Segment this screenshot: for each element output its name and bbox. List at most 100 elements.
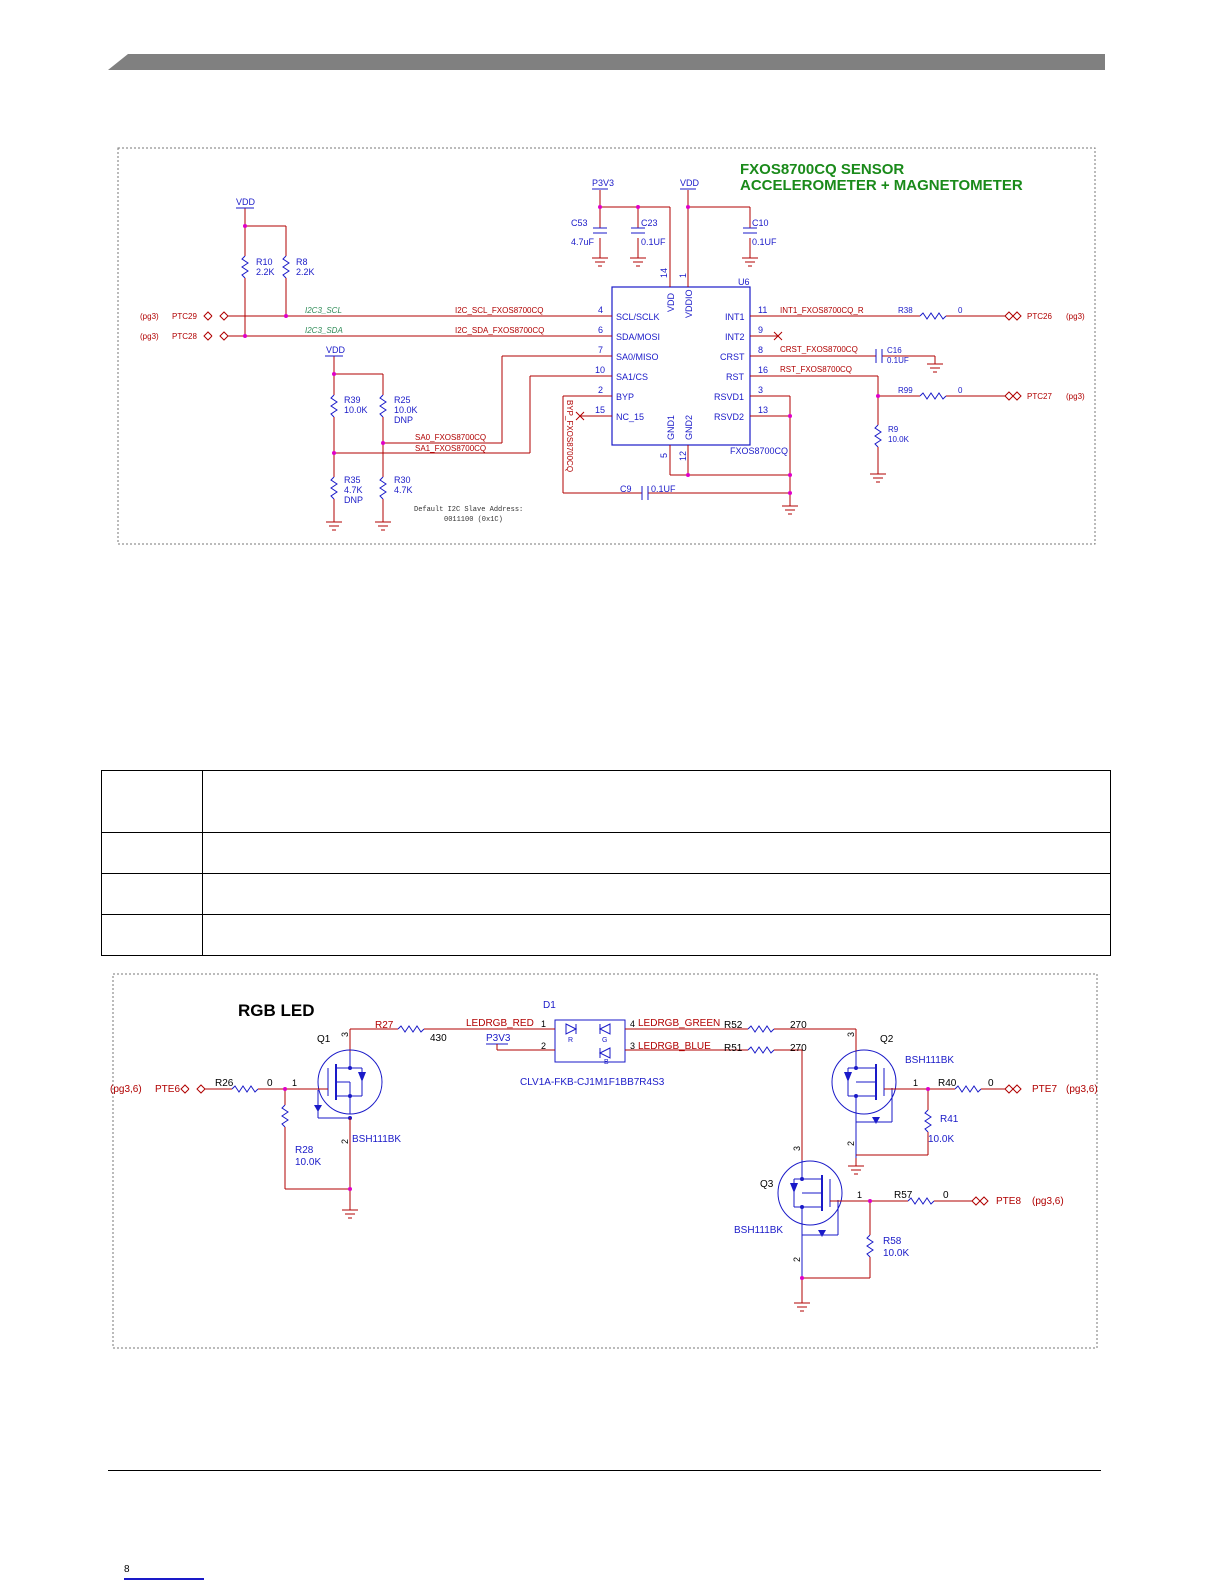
pin-sa0: SA0/MISO — [616, 352, 659, 362]
port-ptc26: PTC26 — [1027, 312, 1052, 321]
pin-nc15: NC_15 — [616, 412, 644, 422]
vdd-label-top: VDD — [680, 178, 700, 188]
table-cell — [101, 770, 203, 833]
svg-text:Q3: Q3 — [760, 1179, 774, 1190]
svg-text:R99: R99 — [898, 386, 913, 395]
svg-text:0.1UF: 0.1UF — [641, 237, 666, 247]
svg-text:BSH111BK: BSH111BK — [352, 1134, 401, 1145]
ground-symbols-left — [326, 521, 391, 531]
svg-text:BSH111BK: BSH111BK — [905, 1055, 954, 1066]
svg-text:0: 0 — [958, 386, 963, 395]
nc-markers — [575, 331, 783, 421]
svg-text:B: B — [604, 1059, 609, 1066]
table-cell — [101, 873, 203, 915]
svg-text:10.0K: 10.0K — [928, 1134, 954, 1145]
footer-link-underline — [124, 1578, 204, 1580]
schematic-frame — [117, 147, 1096, 545]
svg-text:4.7K: 4.7K — [394, 485, 413, 495]
net-int1: INT1_FXOS8700CQ_R — [780, 306, 864, 315]
footer-page-number: 8 — [124, 1564, 130, 1575]
svg-text:10: 10 — [595, 365, 605, 375]
svg-text:R39: R39 — [344, 395, 361, 405]
net-rst: RST_FXOS8700CQ — [780, 365, 852, 374]
svg-text:3: 3 — [846, 1032, 856, 1037]
u6-ref: U6 — [738, 277, 750, 287]
svg-text:2: 2 — [541, 1041, 546, 1051]
ground-symbols-top — [592, 257, 758, 267]
pin-scl: SCL/SCLK — [616, 312, 660, 322]
svg-text:270: 270 — [790, 1043, 807, 1054]
svg-text:2: 2 — [846, 1141, 856, 1146]
svg-text:2.2K: 2.2K — [256, 267, 275, 277]
table-cell — [202, 770, 1111, 833]
svg-text:C23: C23 — [641, 218, 658, 228]
svg-text:1: 1 — [541, 1019, 546, 1029]
svg-text:2: 2 — [340, 1139, 350, 1144]
schematic-title-line1: FXOS8700CQ SENSOR — [740, 161, 904, 178]
pin-sda: SDA/MOSI — [616, 332, 660, 342]
svg-text:BSH111BK: BSH111BK — [734, 1225, 783, 1236]
svg-text:R58: R58 — [883, 1236, 902, 1247]
svg-text:Q2: Q2 — [880, 1034, 894, 1045]
port-ptc28: PTC28 — [172, 332, 197, 341]
svg-text:3: 3 — [758, 385, 763, 395]
svg-text:(pg3): (pg3) — [140, 332, 159, 341]
net-sa0: SA0_FXOS8700CQ — [415, 433, 486, 442]
capacitor-plates — [593, 227, 757, 234]
u6-left-pins: 4 6 7 10 2 15 SCL/SCLK SDA/MOSI SA0/MISO… — [590, 305, 660, 422]
svg-text:R52: R52 — [724, 1020, 743, 1031]
svg-text:R: R — [568, 1037, 573, 1044]
port-pte8: PTE8 — [996, 1196, 1021, 1207]
svg-text:0.1UF: 0.1UF — [887, 356, 909, 365]
svg-text:4.7uF: 4.7uF — [571, 237, 595, 247]
decoupling-network — [599, 190, 751, 258]
port-ptc29: PTC29 — [172, 312, 197, 321]
svg-text:R35: R35 — [344, 475, 361, 485]
port-pte6: PTE6 — [155, 1084, 180, 1095]
svg-text:3: 3 — [792, 1146, 802, 1151]
port-ptc27: PTC27 — [1027, 392, 1052, 401]
right-signal-nets — [775, 312, 1005, 483]
svg-text:4: 4 — [598, 305, 603, 315]
svg-text:8: 8 — [758, 345, 763, 355]
pin-crst: CRST — [720, 352, 745, 362]
rgb-led-title: RGB LED — [238, 1001, 315, 1020]
svg-text:2: 2 — [792, 1257, 802, 1262]
q2-transistor — [831, 1049, 897, 1158]
u6-bottom-pins: GND1 GND2 5 12 — [659, 415, 694, 475]
svg-text:(pg3,6): (pg3,6) — [1032, 1196, 1064, 1207]
net-i2c-scl-local: I2C_SCL_FXOS8700CQ — [455, 306, 544, 315]
svg-text:(pg3): (pg3) — [140, 312, 159, 321]
ports-left: (pg3) PTC29 (pg3) PTC28 — [140, 311, 229, 341]
svg-text:VDD: VDD — [326, 345, 346, 355]
svg-text:VDD: VDD — [236, 197, 256, 207]
net-i2c3-scl: I2C3_SCL — [305, 306, 342, 315]
svg-text:0.1UF: 0.1UF — [752, 237, 777, 247]
net-crst: CRST_FXOS8700CQ — [780, 345, 858, 354]
svg-text:C16: C16 — [887, 346, 902, 355]
svg-text:R51: R51 — [724, 1043, 743, 1054]
svg-text:10.0K: 10.0K — [394, 405, 418, 415]
svg-text:GND1: GND1 — [666, 415, 676, 440]
svg-text:7: 7 — [598, 345, 603, 355]
svg-text:(pg3): (pg3) — [1066, 312, 1085, 321]
svg-text:2.2K: 2.2K — [296, 267, 315, 277]
fxos8700cq-schematic: FXOS8700CQ SENSOR ACCELEROMETER + MAGNET… — [117, 147, 1096, 545]
svg-text:3: 3 — [340, 1032, 350, 1037]
svg-text:C9: C9 — [620, 484, 632, 494]
svg-text:R26: R26 — [215, 1078, 234, 1089]
svg-text:1: 1 — [857, 1190, 862, 1200]
svg-text:1: 1 — [292, 1078, 297, 1088]
svg-text:430: 430 — [430, 1033, 447, 1044]
svg-text:R41: R41 — [940, 1114, 959, 1125]
u6-body — [611, 286, 751, 446]
svg-text:0: 0 — [958, 306, 963, 315]
pin-table — [101, 770, 1111, 956]
table-cell — [202, 914, 1111, 956]
p3v3-label: P3V3 — [592, 178, 614, 188]
ports-right: PTC26 (pg3) PTC27 (pg3) — [1004, 311, 1085, 401]
svg-text:10.0K: 10.0K — [888, 435, 910, 444]
svg-text:R8: R8 — [296, 257, 308, 267]
rgb-led-schematic: RGB LED D1 CLV1A-FKB-CJ1M1F1BB7R4S3 R G … — [110, 973, 1098, 1349]
i2c-pullups — [228, 208, 590, 337]
